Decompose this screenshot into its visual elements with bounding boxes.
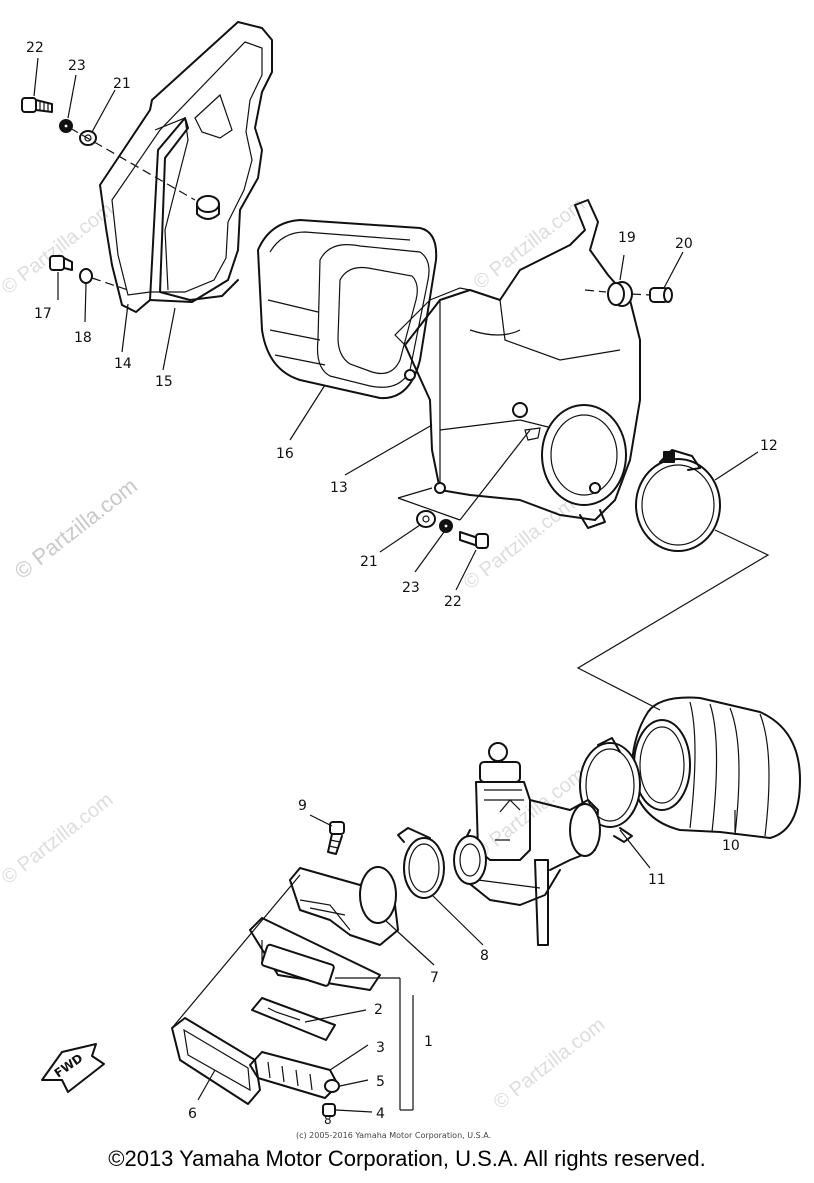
carburetor-joint <box>289 866 399 946</box>
callout-11: 11 <box>648 872 666 888</box>
callout-12: 12 <box>760 438 778 454</box>
air-box-case <box>394 199 641 529</box>
callout-4: 4 <box>376 1106 385 1122</box>
callout-1: 1 <box>424 1034 433 1050</box>
grommet-19 <box>607 281 633 307</box>
bolt-17 <box>49 255 73 271</box>
carburetor-assembly <box>453 742 601 946</box>
callout-8-small: 8 <box>324 1113 332 1127</box>
reed-valve-body <box>249 917 381 991</box>
callout-10: 10 <box>722 838 740 854</box>
watermark: © Partzilla.com <box>10 473 142 584</box>
callout-2: 2 <box>374 1002 383 1018</box>
callout-23: 23 <box>68 58 86 74</box>
callout-21: 21 <box>360 554 378 570</box>
reed-gasket <box>171 1017 261 1105</box>
screw-4 <box>322 1103 336 1117</box>
side-cover-seal <box>149 117 239 301</box>
callout-20: 20 <box>675 236 693 252</box>
washer-18 <box>79 268 93 284</box>
callout-13: 13 <box>330 480 348 496</box>
reed-plate <box>251 997 336 1041</box>
reed-stopper <box>249 1051 339 1099</box>
callout-22: 22 <box>26 40 44 56</box>
callout-5: 5 <box>376 1074 385 1090</box>
forward-direction-arrow: FWD <box>41 1043 105 1093</box>
leader-lines <box>33 57 759 1113</box>
callout-labels: 22 23 21 17 18 14 15 16 13 21 23 22 19 2… <box>26 40 778 1127</box>
callout-3: 3 <box>376 1040 385 1056</box>
callout-21: 21 <box>113 76 131 92</box>
callout-14: 14 <box>114 356 132 372</box>
air-cleaner-joint <box>630 696 801 839</box>
cover-grommet <box>196 195 220 220</box>
copyright-footer: ©2013 Yamaha Motor Corporation, U.S.A. A… <box>108 1146 706 1171</box>
washer-23-mid <box>439 519 453 533</box>
callout-8: 8 <box>480 948 489 964</box>
callout-17: 17 <box>34 306 52 322</box>
collar-20 <box>649 287 673 303</box>
callout-23: 23 <box>402 580 420 596</box>
screw-9 <box>327 821 345 855</box>
bolt-22-top <box>21 97 53 113</box>
band-clamp-12 <box>635 449 721 552</box>
callout-9: 9 <box>298 798 307 814</box>
small-copyright-line: (c) 2005-2016 Yamaha Motor Corporation, … <box>296 1131 492 1140</box>
band-clamp-8 <box>397 827 445 899</box>
washer-21-mid <box>416 510 436 528</box>
callout-18: 18 <box>74 330 92 346</box>
callout-15: 15 <box>155 374 173 390</box>
bolt-22-mid <box>459 531 489 549</box>
side-cover-part <box>99 21 273 313</box>
callout-6: 6 <box>188 1106 197 1122</box>
watermark: © Partzilla.com <box>0 789 117 889</box>
watermark: © Partzilla.com <box>0 199 117 299</box>
washer-23-top <box>59 119 73 133</box>
watermark: © Partzilla.com <box>490 1014 610 1114</box>
callout-16: 16 <box>276 446 294 462</box>
callout-7: 7 <box>430 970 439 986</box>
callout-19: 19 <box>618 230 636 246</box>
callout-22: 22 <box>444 594 462 610</box>
washer-5 <box>324 1079 340 1093</box>
